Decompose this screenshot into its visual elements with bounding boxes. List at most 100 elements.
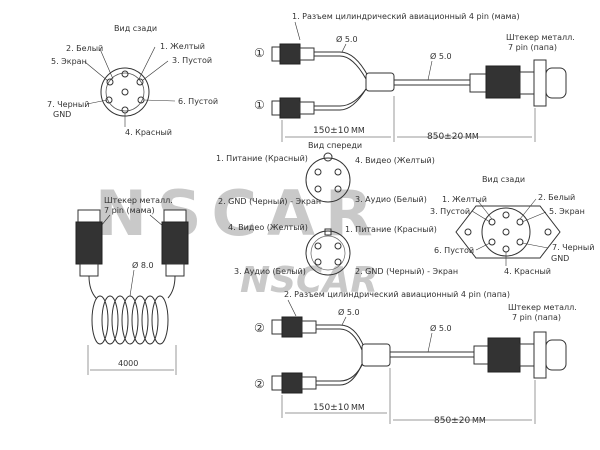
front-connector-outer xyxy=(305,230,351,276)
plug-label: Штекер металл. xyxy=(508,303,577,312)
leader-line xyxy=(519,198,537,220)
leader-line xyxy=(427,60,433,81)
pin-hole xyxy=(488,238,496,246)
pin-label: 1. Питание (Красный) xyxy=(345,225,437,234)
pin-hole xyxy=(314,185,322,193)
plug-body xyxy=(487,337,521,373)
splitter xyxy=(361,343,391,367)
connector-body xyxy=(281,372,303,394)
connector-tail xyxy=(79,263,99,277)
pin-label: 1. Желтый xyxy=(160,42,205,51)
pin-label: 5. Экран xyxy=(51,57,87,66)
wire xyxy=(314,85,369,107)
plug-body xyxy=(485,65,521,99)
plug-flange xyxy=(533,331,547,379)
rear-connector-outer xyxy=(100,67,150,117)
leader-line xyxy=(477,200,493,220)
pin-label: GND xyxy=(53,110,71,119)
wire xyxy=(316,324,365,348)
pin-label: 7. Черный xyxy=(47,100,89,109)
pin-label: 2. Белый xyxy=(538,193,575,202)
pin-hole xyxy=(106,78,114,86)
coil-loop xyxy=(151,295,169,345)
leader-line xyxy=(471,210,491,223)
key-notch xyxy=(323,152,333,162)
branch-mark: ① xyxy=(254,46,265,60)
branch-mark: ① xyxy=(254,98,265,112)
pin-label: 6. Пустой xyxy=(178,97,218,106)
connector-cap xyxy=(77,209,101,223)
connector-tip xyxy=(271,100,281,116)
leader-line xyxy=(521,211,547,223)
connector-tail xyxy=(301,376,317,390)
leader-line xyxy=(294,21,301,41)
connector-body xyxy=(281,316,303,338)
pin-hole xyxy=(334,168,342,176)
cable-top: 1. Разъем цилиндрический авиационный 4 p… xyxy=(254,12,575,142)
plug-label: Штекер металл. xyxy=(506,33,575,42)
coil-lead xyxy=(167,275,176,299)
pin-hole xyxy=(136,78,144,86)
pin-hole xyxy=(502,245,510,253)
pin-hole xyxy=(314,258,322,266)
plug-collar xyxy=(473,345,489,365)
dimension-unit: MM xyxy=(351,126,365,135)
leader-line xyxy=(427,332,433,353)
pin-label: 2. GND (Черный) - Экран xyxy=(355,267,458,276)
wire xyxy=(314,88,367,111)
leader-line xyxy=(341,43,347,53)
pin-label: 6. Пустой xyxy=(434,246,474,255)
diameter-label: Ø 5.0 xyxy=(430,51,452,61)
front-connector-outer xyxy=(305,157,351,203)
plug-ring xyxy=(519,343,535,367)
pin-label: 3. Аудио (Белый) xyxy=(355,195,427,204)
front-view: Вид спереди 1. Питание (Красный) 4. Виде… xyxy=(216,141,458,276)
spiral-cable: Штекер металл. 7 pin (мама) Ø 8.0 4000 xyxy=(75,196,189,375)
pin-label: 2. Белый xyxy=(66,44,103,53)
coil-loop xyxy=(141,295,159,345)
plug-head xyxy=(545,67,567,99)
connector-body xyxy=(161,221,189,265)
plug-collar xyxy=(469,73,487,93)
connector-tail xyxy=(301,320,317,334)
rear-view-right: Вид сзади 1. Желтый 2. Белый 3. Пустой 5… xyxy=(430,175,594,276)
connector-label: 1. Разъем цилиндрический авиационный 4 p… xyxy=(292,12,520,21)
pin-label: 1. Питание (Красный) xyxy=(216,154,308,163)
connector-tip xyxy=(271,375,283,391)
branch-mark: ② xyxy=(254,321,265,335)
connector-tail xyxy=(165,263,185,277)
wire xyxy=(316,363,363,386)
connector-tail xyxy=(299,47,315,61)
connector-body xyxy=(75,221,103,265)
leader-line xyxy=(341,316,347,326)
coil-loop xyxy=(101,295,119,345)
dimension-value: 4000 xyxy=(118,359,138,368)
diameter-label: Ø 5.0 xyxy=(336,34,358,44)
coil-lead xyxy=(88,275,97,299)
pin-label: 4. Видео (Желтый) xyxy=(355,156,435,165)
diameter-label: Ø 8.0 xyxy=(132,260,154,270)
splitter xyxy=(365,72,395,92)
mount-hole xyxy=(544,228,552,236)
connector-tip xyxy=(271,319,283,335)
pin-label: 4. Видео (Желтый) xyxy=(228,223,308,232)
connector-body xyxy=(279,43,301,65)
wire xyxy=(316,360,365,382)
spiral-label: Штекер металл. xyxy=(104,196,173,205)
leader-line xyxy=(129,269,135,297)
dimension-unit: MM xyxy=(472,416,486,425)
diameter-label: Ø 5.0 xyxy=(430,323,452,333)
front-view-title: Вид спереди xyxy=(308,141,362,150)
leader-line xyxy=(521,242,549,249)
coil-loop xyxy=(111,295,129,345)
rear-view-top-title: Вид сзади xyxy=(114,24,157,33)
leader-line xyxy=(143,99,176,102)
cable-bottom: 2. Разъем цилиндрический авиационный 4 p… xyxy=(254,290,577,426)
leader-line xyxy=(142,60,169,81)
spiral-label: 7 pin (мама) xyxy=(104,206,155,215)
pin-hole xyxy=(334,185,342,193)
rear-view-right-title: Вид сзади xyxy=(482,175,525,184)
pin-hole xyxy=(314,168,322,176)
pin-label: 2. GND (Черный) - Экран xyxy=(218,197,321,206)
